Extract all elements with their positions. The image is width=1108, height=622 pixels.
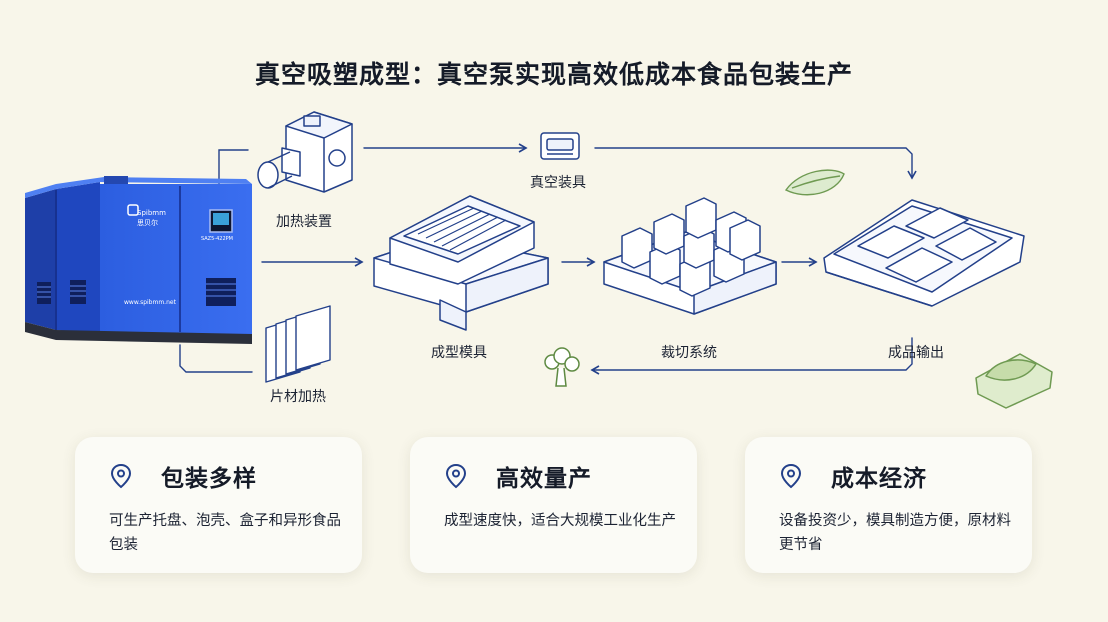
forming-mold — [373, 195, 549, 331]
finished-tray — [823, 199, 1025, 307]
connector-vacuum-to-output — [594, 147, 917, 180]
location-pin-icon — [780, 463, 802, 489]
broccoli-icon — [544, 347, 580, 387]
feature-card-cost-economy: 成本经济 设备投资少，模具制造方便，原材料更节省 — [745, 437, 1032, 573]
label-vacuum-fixture: 真空装具 — [530, 175, 586, 191]
label-heater: 加热装置 — [276, 214, 332, 230]
flow-connectors — [179, 143, 917, 375]
sheet-stack — [265, 305, 331, 383]
card-title: 包装多样 — [161, 466, 257, 492]
card-description: 可生产托盘、泡壳、盒子和异形食品包装 — [109, 513, 341, 553]
compressor-model: SAZ5-422PM — [201, 236, 233, 242]
cutting-system — [603, 197, 777, 315]
page-title: 真空吸塑成型：真空泵实现高效低成本食品包装生产 — [254, 60, 853, 89]
vacuum-fixture-icon — [540, 132, 580, 160]
compressor-url: www.spibmm.net — [124, 299, 176, 306]
leaf-icon-top — [784, 169, 845, 196]
compressor-brand-en: Spibmm — [137, 209, 166, 217]
connector-output-return — [590, 337, 913, 375]
salad-box-icon — [975, 353, 1053, 409]
card-title: 成本经济 — [831, 466, 927, 492]
compressor-brand-cn: 思贝尔 — [137, 219, 158, 227]
label-sheet-heating: 片材加热 — [270, 389, 326, 405]
heater-device — [257, 111, 353, 193]
label-output: 成品输出 — [888, 345, 944, 361]
connector-compressor-to-sheet — [179, 344, 253, 373]
label-mold: 成型模具 — [431, 345, 487, 361]
brand-logo-icon — [127, 204, 139, 216]
location-pin-icon — [110, 463, 132, 489]
card-description: 设备投资少，模具制造方便，原材料更节省 — [779, 513, 1011, 553]
connector-compressor-to-heater — [218, 149, 249, 189]
card-description: 成型速度快，适合大规模工业化生产 — [444, 513, 676, 529]
feature-card-mass-production: 高效量产 成型速度快，适合大规模工业化生产 — [410, 437, 697, 573]
card-title: 高效量产 — [496, 466, 592, 492]
feature-card-diverse-packaging: 包装多样 可生产托盘、泡壳、盒子和异形食品包装 — [75, 437, 362, 573]
location-pin-icon — [445, 463, 467, 489]
label-cutting: 裁切系统 — [661, 345, 717, 361]
vacuum-pump-compressor — [25, 176, 252, 344]
